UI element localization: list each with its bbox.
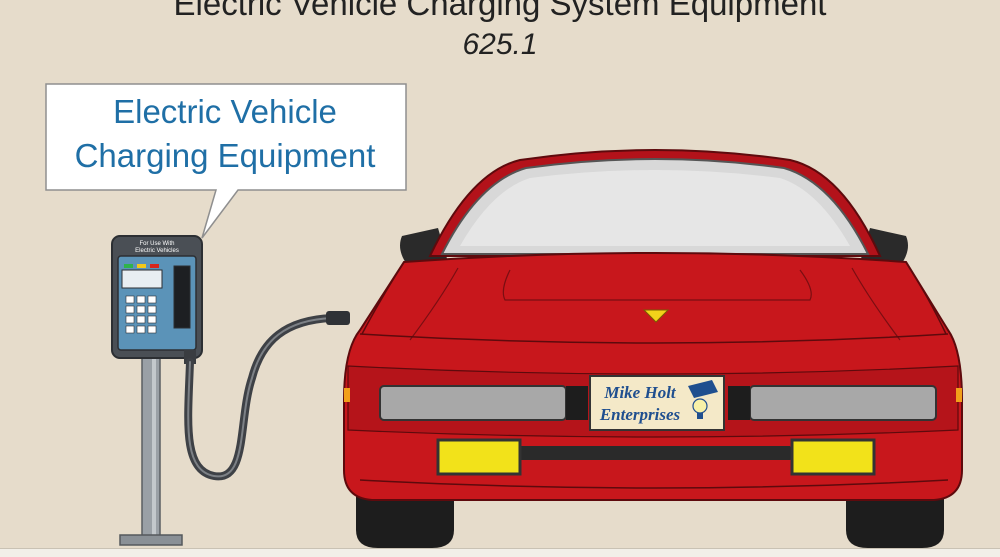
- headlight-right: [749, 385, 937, 421]
- charger-post: [141, 349, 161, 545]
- callout-label: Electric Vehicle Charging Equipment: [46, 90, 404, 178]
- diagram-subtitle: 625.1: [462, 28, 538, 61]
- callout-bubble: [45, 83, 407, 239]
- plate-line2: Enterprises: [599, 405, 681, 424]
- charging-station: For Use With Electric Vehicles: [111, 235, 203, 546]
- plate-line1: Mike Holt: [603, 383, 677, 402]
- charging-cable: [184, 314, 336, 481]
- side-marker-left: [344, 388, 350, 402]
- charger-screen: [121, 269, 163, 289]
- hood-emblem: [642, 309, 670, 323]
- callout-line2: Charging Equipment: [74, 137, 376, 174]
- charger-label-line2: Electric Vehicles: [135, 248, 179, 254]
- plate-logo-icon: [688, 380, 718, 419]
- bottom-strip: [0, 548, 1000, 557]
- car: Mike Holt Enterprises: [343, 149, 963, 548]
- side-marker-right: [956, 388, 962, 402]
- headlight-left: [379, 385, 567, 421]
- cable-plug: [326, 311, 350, 325]
- fog-light-left: [436, 438, 522, 476]
- charger-base: [119, 534, 183, 546]
- status-light-yellow: [137, 264, 146, 268]
- charger-label-line1: For Use With: [139, 241, 174, 247]
- callout-line1: Electric Vehicle: [113, 93, 337, 130]
- lower-intake: [517, 446, 793, 460]
- card-slot: [173, 265, 191, 329]
- status-light-red: [150, 264, 159, 268]
- keypad: [125, 295, 157, 334]
- status-light-green: [124, 264, 133, 268]
- fog-light-right: [790, 438, 876, 476]
- diagram-title: Electric Vehicle Charging System Equipme…: [173, 0, 827, 22]
